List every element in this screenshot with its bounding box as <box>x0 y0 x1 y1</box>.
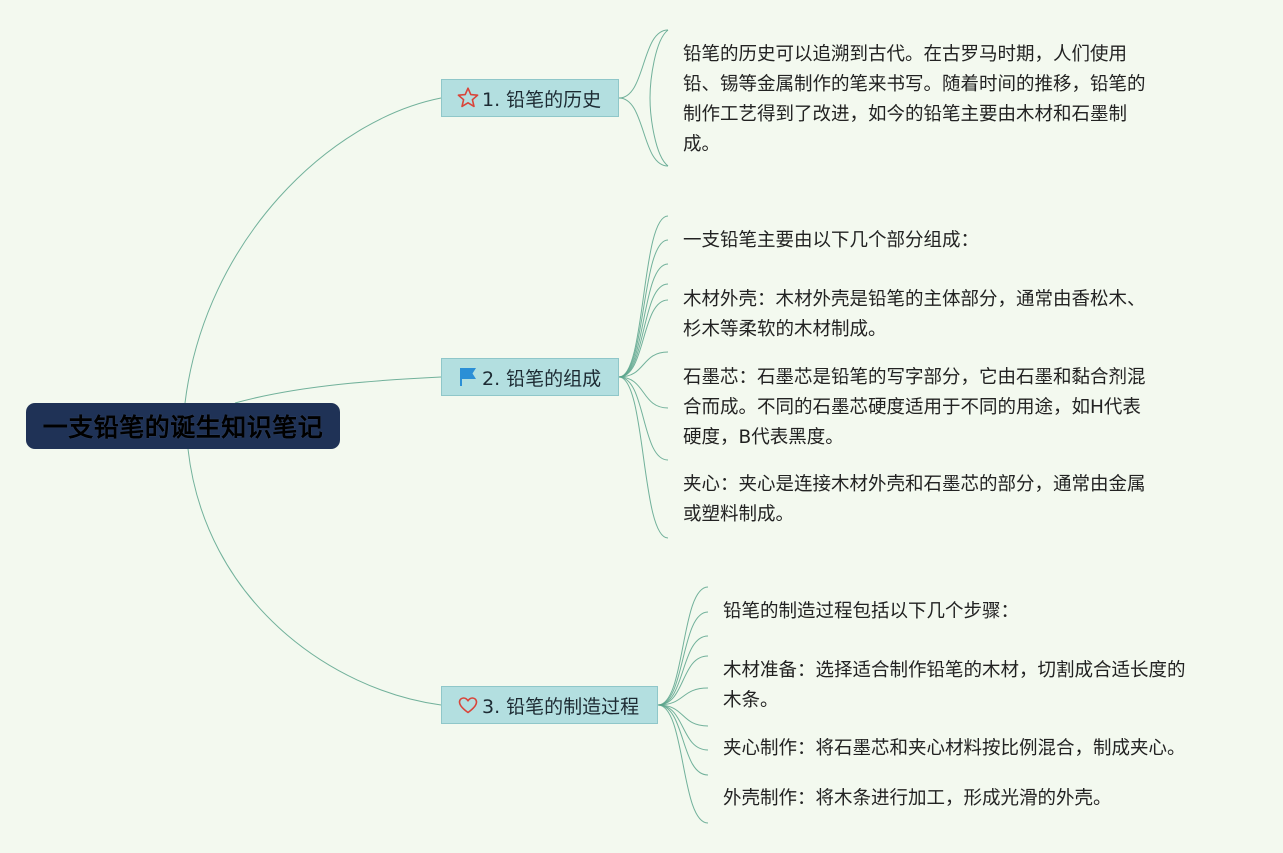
connector-manufacturing-1 <box>657 611 709 706</box>
leaf-composition-wood-shell: 木材外壳：木材外壳是铅笔的主体部分，通常由香松木、 杉木等柔软的木材制成。 <box>683 289 1146 340</box>
connector-root-composition <box>234 376 442 404</box>
connector-composition-2 <box>618 263 669 378</box>
connector-composition-3 <box>618 283 669 378</box>
connector-composition-5 <box>618 351 669 378</box>
connector-manufacturing-3 <box>657 655 709 706</box>
leaf-history-text: 铅笔的历史可以追溯到古代。在古罗马时期，人们使用 铅、锡等金属制作的笔来书写。随… <box>683 44 1146 155</box>
branch-manufacturing-label: 3. 铅笔的制造过程 <box>482 695 640 718</box>
leaf-composition-graphite-core: 石墨芯：石墨芯是铅笔的写字部分，它由石墨和黏合剂混 合而成。不同的石墨芯硬度适用… <box>683 367 1146 448</box>
connector-manufacturing-0 <box>657 586 709 706</box>
branch-composition-label: 2. 铅笔的组成 <box>482 367 602 390</box>
leaf-composition-intro: 一支铅笔主要由以下几个部分组成： <box>683 230 980 251</box>
heart-icon <box>456 693 480 717</box>
leaf-process-wood-prep: 木材准备：选择适合制作铅笔的木材，切割成合适长度的 木条。 <box>723 660 1186 711</box>
connector-manufacturing-7 <box>657 704 709 776</box>
connector-composition-6 <box>618 376 669 409</box>
connector-composition-4 <box>618 299 669 378</box>
connector-composition-1 <box>618 239 669 378</box>
branch-history[interactable]: 1. 铅笔的历史 <box>441 79 619 117</box>
leaf-process-intro: 铅笔的制造过程包括以下几个步骤： <box>723 601 1020 622</box>
connector-manufacturing-2 <box>657 635 709 706</box>
connector-manufacturing-8 <box>657 704 709 824</box>
branch-composition[interactable]: 2. 铅笔的组成 <box>441 358 619 396</box>
leaf-process-core-making: 夹心制作：将石墨芯和夹心材料按比例混合，制成夹心。 <box>723 738 1186 759</box>
branch-history-label: 1. 铅笔的历史 <box>482 88 602 111</box>
connector-history-0 <box>618 29 669 99</box>
connector-composition-8 <box>618 376 669 539</box>
flag-icon <box>456 365 480 389</box>
connector-composition-7 <box>618 376 669 461</box>
connector-root-history <box>184 97 442 404</box>
star-icon <box>456 86 480 110</box>
connector-composition-0 <box>618 215 669 378</box>
connector-history-bracket-top <box>649 29 669 99</box>
connector-manufacturing-4 <box>657 687 709 706</box>
connector-history-1 <box>618 97 669 167</box>
connector-manufacturing-6 <box>657 704 709 751</box>
branch-manufacturing[interactable]: 3. 铅笔的制造过程 <box>441 686 658 724</box>
root-topic-label: 一支铅笔的诞生知识笔记 <box>42 413 324 442</box>
leaf-composition-ferrule: 夹心：夹心是连接木材外壳和石墨芯的部分，通常由金属 或塑料制成。 <box>683 474 1146 525</box>
connector-history-bracket-bottom <box>649 97 669 167</box>
leaf-process-shell-making: 外壳制作：将木条进行加工，形成光滑的外壳。 <box>723 788 1112 809</box>
root-topic[interactable]: 一支铅笔的诞生知识笔记 <box>26 403 340 449</box>
connector-root-manufacturing <box>187 448 442 706</box>
